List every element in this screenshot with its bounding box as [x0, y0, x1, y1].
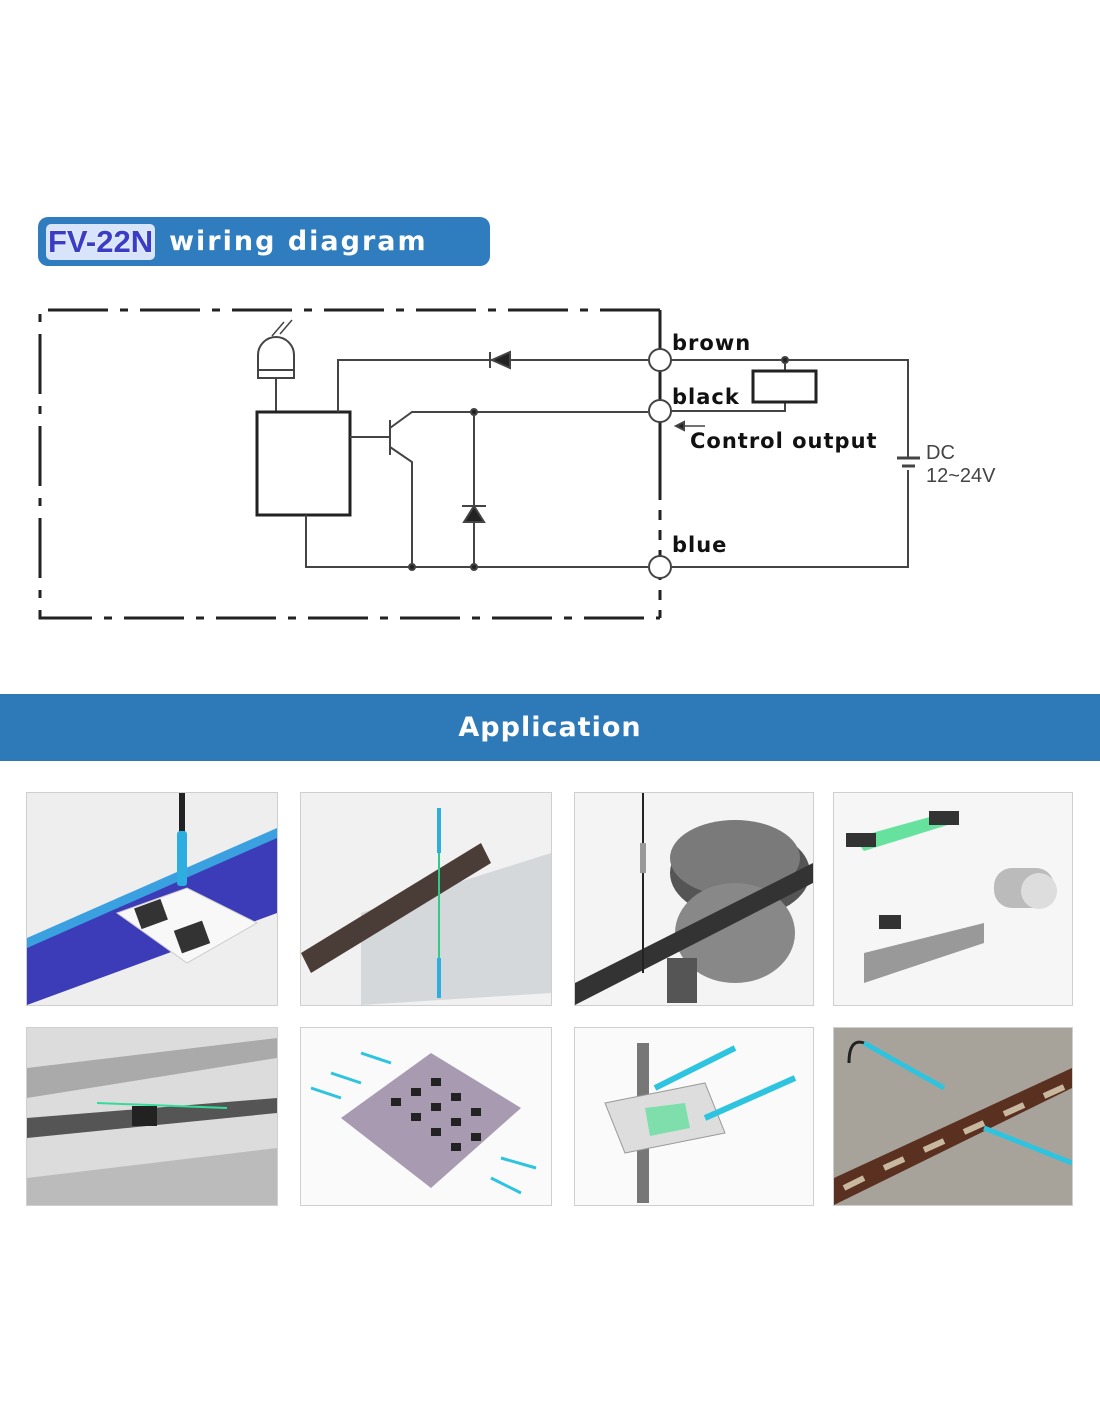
brown-wire-label: brown [672, 331, 751, 355]
application-image-multi-sensor [833, 792, 1073, 1006]
application-image-chip-array [300, 1027, 552, 1206]
diode-icon [489, 350, 511, 370]
application-image-tape-holes [833, 1027, 1073, 1206]
application-image-u-bracket-tube [574, 1027, 814, 1206]
sensor-enclosure [38, 308, 660, 620]
battery-icon [897, 456, 920, 468]
model-name: FV-22N [46, 223, 156, 260]
diagram-title: wiring diagram [169, 226, 428, 257]
dc-label: DC [926, 442, 955, 464]
application-image-feeder-bowl [574, 792, 814, 1006]
wiring-diagram: brown black Control output blue DC 12~24… [38, 308, 996, 620]
load-relay [751, 369, 818, 404]
application-image-chip-tray [26, 792, 278, 1006]
led-icon [257, 336, 295, 379]
application-title: Application [458, 712, 642, 743]
voltage-label: 12~24V [926, 465, 996, 487]
application-image-conveyor-rail [26, 1027, 278, 1206]
brown-terminal [648, 348, 672, 372]
transistor-icon [350, 411, 648, 567]
blue-terminal [648, 555, 672, 579]
control-output-label: Control output [690, 429, 878, 453]
application-banner: Application [0, 694, 1100, 761]
zener-diode-icon [462, 504, 486, 523]
blue-wire-label: blue [672, 533, 727, 557]
diagram-title-pill: FV-22N wiring diagram [38, 217, 490, 266]
control-circuit-block [255, 410, 352, 517]
application-image-glass-sheet [300, 792, 552, 1006]
black-wire-label: black [672, 385, 740, 409]
black-terminal [648, 399, 672, 423]
